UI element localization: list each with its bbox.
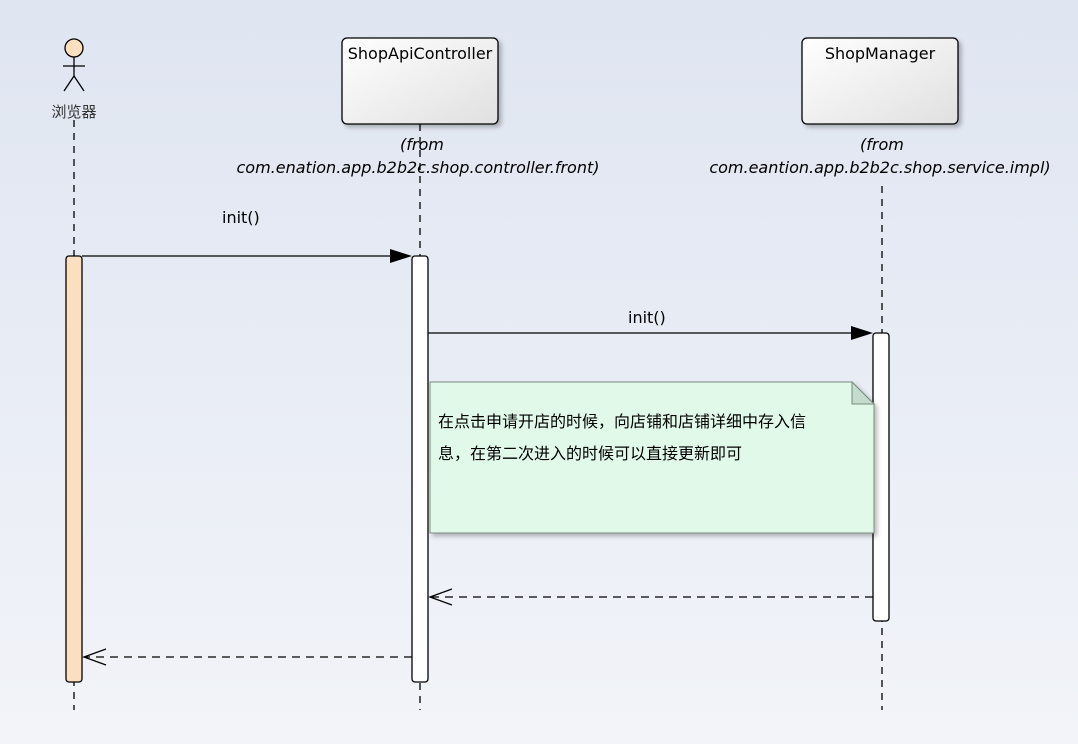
object-box-shop-manager[interactable] <box>801 37 959 125</box>
from-label-shop-manager: (from <box>860 135 904 154</box>
return-arrow-1 <box>428 588 873 606</box>
from-label-shop-api-controller: (from <box>400 135 444 154</box>
note-line-1: 在点击申请开店的时候，向店铺和店铺详细中存入信 <box>438 412 807 431</box>
object-name-shop-manager: ShopManager <box>824 44 936 63</box>
message-label-1: init() <box>222 208 260 227</box>
object-name-shop-api-controller: ShopApiController <box>347 44 493 63</box>
message-arrow-2 <box>428 326 873 340</box>
actor-name: 浏览器 <box>51 103 97 121</box>
activation-actor <box>65 255 83 683</box>
package-shop-api-controller: com.enation.app.b2b2c.shop.controller.fr… <box>236 158 600 177</box>
return-arrow-2 <box>82 648 412 666</box>
note-text: 在点击申请开店的时候，向店铺和店铺详细中存入信 息，在第二次进入的时候可以直接更… <box>438 406 858 470</box>
package-shop-manager: com.eantion.app.b2b2c.shop.service.impl) <box>709 158 1051 177</box>
message-label-2: init() <box>628 308 666 327</box>
activation-shop-manager <box>872 332 890 622</box>
message-arrow-1 <box>82 249 412 263</box>
object-box-shop-api-controller[interactable] <box>341 37 499 125</box>
note-shape <box>429 380 876 534</box>
actor-figure <box>63 38 85 92</box>
activation-shop-api-controller <box>411 255 429 683</box>
note-line-2: 息，在第二次进入的时候可以直接更新即可 <box>438 444 743 463</box>
